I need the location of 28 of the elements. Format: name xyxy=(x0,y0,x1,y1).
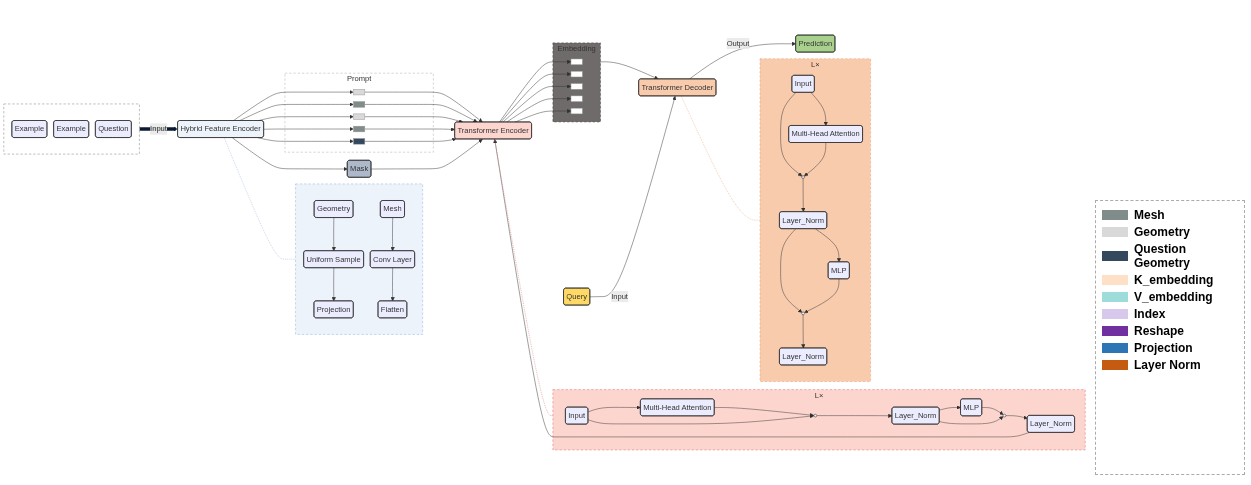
legend-label: Question Geometry xyxy=(1134,242,1192,270)
node-bar xyxy=(570,58,583,65)
legend-label: Layer Norm xyxy=(1134,358,1201,372)
node-bar xyxy=(353,113,366,120)
legend-label: Projection xyxy=(1134,341,1193,355)
node-bar xyxy=(570,71,583,78)
node-bar xyxy=(570,95,583,102)
node-circle xyxy=(1002,413,1007,418)
connector xyxy=(223,137,296,260)
cluster xyxy=(295,183,423,335)
legend-label: Reshape xyxy=(1134,324,1185,338)
node-bar xyxy=(353,138,366,145)
node-circle xyxy=(801,311,805,316)
node-bar xyxy=(570,107,583,115)
legend-label: K_embedding xyxy=(1134,273,1214,287)
node-bar xyxy=(353,89,366,96)
connector xyxy=(680,95,761,221)
legend-label: Index xyxy=(1134,307,1166,321)
legend-label: V_embedding xyxy=(1134,290,1213,304)
node-bar xyxy=(570,83,583,90)
node-bar xyxy=(353,101,366,108)
node-circle xyxy=(801,175,805,179)
legend-label: Geometry xyxy=(1134,225,1191,239)
node-circle xyxy=(813,413,817,418)
legend-label: Mesh xyxy=(1134,208,1165,222)
connector xyxy=(494,138,554,416)
node-bar xyxy=(353,125,366,133)
cluster xyxy=(3,103,140,155)
